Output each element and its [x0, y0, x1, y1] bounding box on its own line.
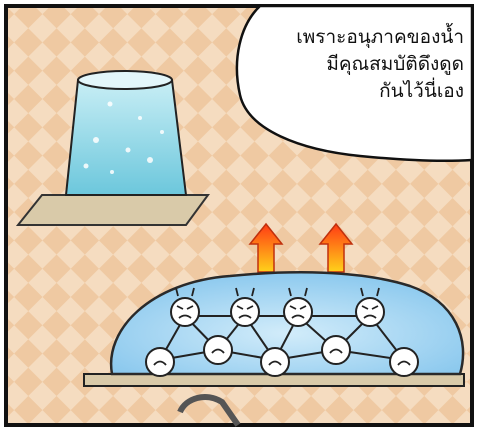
speech-line-3: กันไว้นี่เอง: [379, 80, 464, 102]
water-particle-face: [389, 347, 419, 377]
shelf-hook: [177, 394, 241, 427]
water-particle-face: [145, 347, 175, 377]
glass-shelf: [15, 194, 210, 226]
water-particle-face: [355, 287, 385, 327]
speech-bubble: [235, 4, 474, 163]
water-particle-face: [203, 335, 233, 365]
water-particle-face: [170, 287, 200, 327]
speech-bubble-text: เพราะอนุภาคของน้ำ มีคุณสมบัติดึงดูด กันไ…: [236, 24, 464, 105]
speech-line-2: มีคุณสมบัติดึงดูด: [326, 53, 464, 75]
glass-body: [64, 79, 188, 196]
water-particle-face: [321, 335, 351, 365]
speech-line-1: เพราะอนุภาคของน้ำ: [296, 26, 464, 48]
up-arrow-right: [318, 222, 354, 273]
glass-rim: [77, 70, 173, 90]
water-particle-face: [283, 287, 313, 327]
water-droplet: [109, 271, 465, 376]
glass-of-water: [15, 70, 210, 226]
water-particle-face: [260, 347, 290, 377]
water-particle-face: [230, 287, 260, 327]
